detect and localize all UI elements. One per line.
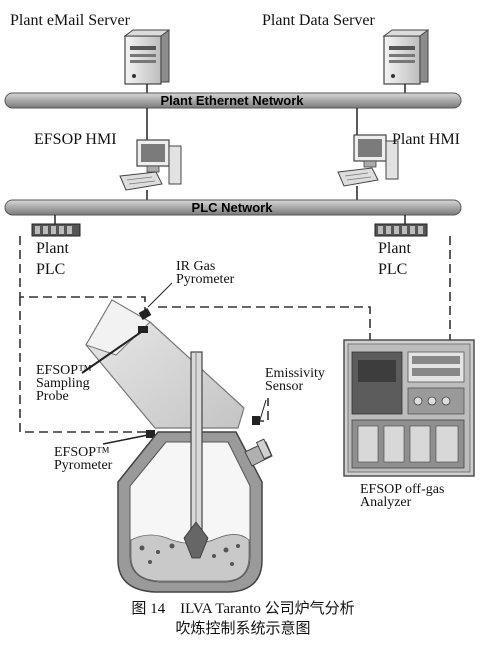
plant-plc-right-label-line2: PLC (378, 261, 408, 278)
oxygen-lance (183, 351, 209, 559)
analyzer-label-line1: EFSOP off-gas (360, 482, 445, 497)
plant-plc-left-label-line2: PLC (36, 261, 66, 278)
plant-hmi-computer-icon (337, 134, 399, 187)
figure-caption-line1: 图 14 ILVA Taranto 公司炉气分析 (131, 601, 355, 617)
sampling-probe-label-line2: Sampling (36, 376, 90, 391)
off-gas-hood (85, 299, 245, 429)
efsop-hmi-computer-icon (119, 139, 182, 191)
sampling-probe-label-line3: Probe (36, 389, 69, 404)
plant-plc-right-label-line1: Plant (378, 240, 411, 257)
ir-gas-pyrometer-label-line2: Pyrometer (176, 272, 235, 287)
plant-plc-left-label-line1: Plant (36, 240, 69, 257)
plant-plc-left-icon (31, 223, 81, 237)
efsop-pyrometer-label-line2: Pyrometer (54, 458, 113, 473)
sampling-probe-icon (81, 326, 148, 374)
analyzer-label-line2: Analyzer (360, 495, 412, 510)
plc-network-bar (4, 199, 462, 216)
efsop-hmi-label: EFSOP HMI (34, 131, 117, 148)
email-server-icon (123, 29, 171, 85)
converter-vessel (117, 431, 273, 593)
email-server-label: Plant eMail Server (10, 12, 130, 29)
ir-gas-pyrometer-label-line1: IR Gas (176, 259, 216, 274)
sampling-probe-label-line1: EFSOP™ (36, 363, 92, 378)
ethernet-network-label: Plant Ethernet Network (160, 93, 304, 108)
figure-caption-line2: 吹炼控制系统示意图 (175, 621, 311, 637)
ethernet-network-bar (4, 92, 462, 109)
data-server-label: Plant Data Server (262, 12, 375, 29)
plant-plc-right-icon (374, 223, 428, 237)
emissivity-sensor-label-line1: Emissivity (265, 366, 325, 381)
efsop-pyrometer-icon (102, 430, 155, 445)
plant-hmi-label: Plant HMI (392, 131, 460, 148)
efsop-pyrometer-label-line1: EFSOP™ (54, 445, 110, 460)
emissivity-sensor-icon (252, 399, 267, 425)
off-gas-analyzer-cabinet (343, 339, 475, 477)
ir-gas-pyrometer-icon (138, 282, 173, 320)
emissivity-sensor-label-line2: Sensor (265, 379, 304, 394)
plc-network-label: PLC Network (192, 200, 274, 215)
data-server-icon (382, 29, 430, 85)
